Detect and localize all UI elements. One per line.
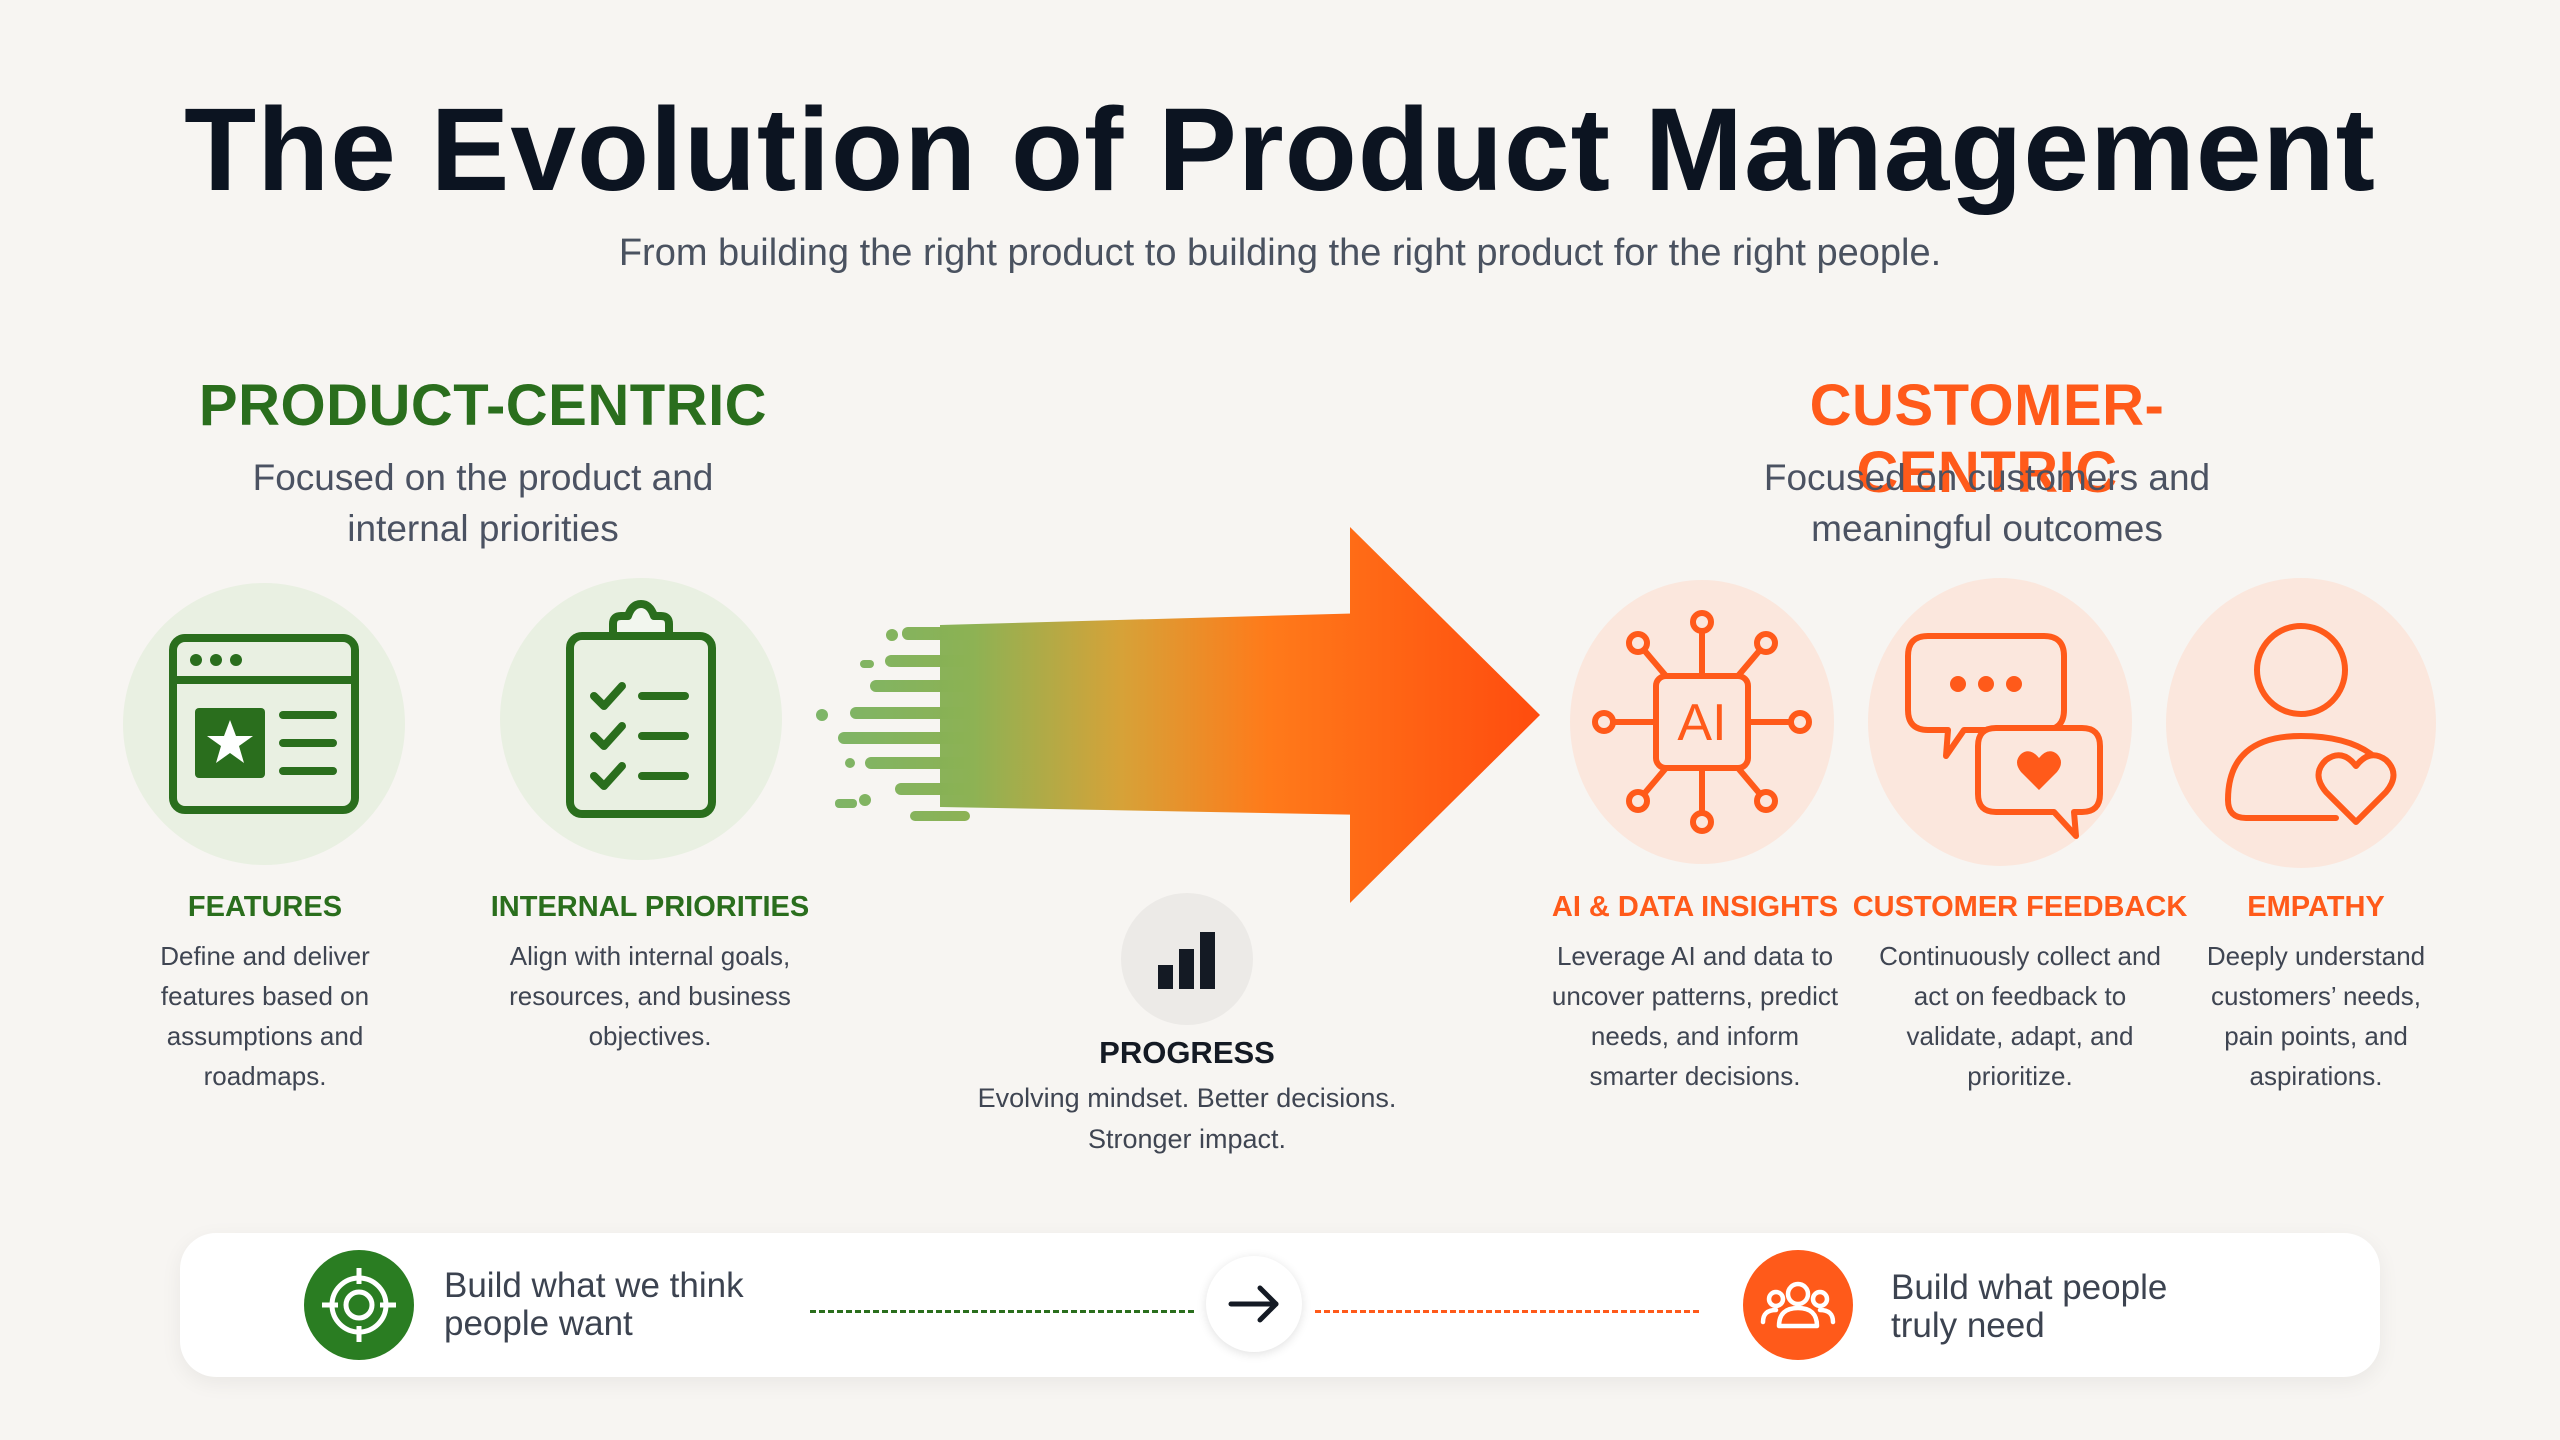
people-group-icon-circle	[1743, 1250, 1853, 1360]
product-centric-description: Focused on the product and internal prio…	[183, 452, 783, 554]
features-desc-line: Define and deliver	[160, 941, 370, 971]
customer-feedback-desc-line: validate, adapt, and	[1906, 1021, 2134, 1051]
target-icon	[322, 1268, 396, 1342]
bottom-left-line-1: Build what we think	[444, 1266, 744, 1305]
empathy-desc-line: Deeply understand	[2206, 941, 2426, 971]
features-icon-circle	[123, 583, 405, 865]
build-what-people-need-text: Build what people truly need	[1891, 1269, 2251, 1345]
features-desc-line: features based on	[160, 981, 370, 1011]
features-desc-line: assumptions and	[166, 1021, 364, 1051]
ai-chip-icon: AI	[1592, 610, 1812, 834]
page-title: The Evolution of Product Management	[184, 84, 2376, 216]
customer-centric-desc-line-2: meaningful outcomes	[1811, 508, 2163, 549]
empathy-icon-circle	[2166, 578, 2436, 868]
features-desc-line: roadmaps.	[203, 1061, 327, 1091]
progress-desc-line-2: Stronger impact.	[1087, 1124, 1287, 1154]
product-centric-title: PRODUCT-CENTRIC	[198, 373, 768, 438]
ai-data-insights-desc-line: needs, and inform	[1590, 1021, 1800, 1051]
internal-priorities-desc-line: Align with internal goals,	[509, 941, 791, 971]
empathy-desc-line: pain points, and	[2224, 1021, 2408, 1051]
empathy-label: EMPATHY	[2247, 891, 2385, 923]
features-description: Define and deliver features based on ass…	[80, 936, 450, 1096]
customer-centric-title: CUSTOMER-CENTRIC	[1809, 373, 2165, 505]
product-centric-desc-line-2: internal priorities	[347, 508, 619, 549]
internal-priorities-desc-line: resources, and business	[509, 981, 791, 1011]
features-label: FEATURES	[187, 891, 343, 923]
customer-feedback-description: Continuously collect and act on feedback…	[1850, 936, 2190, 1096]
internal-priorities-icon-circle	[500, 578, 782, 860]
empathy-desc-line: aspirations.	[2249, 1061, 2383, 1091]
bottom-right-line-2: truly need	[1891, 1306, 2045, 1345]
ai-data-insights-icon-circle: AI	[1570, 580, 1834, 864]
customer-feedback-desc-line: Continuously collect and	[1879, 941, 2161, 971]
empathy-description: Deeply understand customers’ needs, pain…	[2146, 936, 2486, 1096]
ai-data-insights-desc-line: uncover patterns, predict	[1551, 981, 1839, 1011]
progress-icon-circle	[1121, 893, 1253, 1025]
product-centric-desc-line-1: Focused on the product and	[252, 457, 714, 498]
customer-feedback-label: CUSTOMER FEEDBACK	[1852, 891, 2188, 923]
bottom-comparison-bar: Build what we think people want Build wh…	[180, 1233, 2380, 1377]
chat-bubbles-heart-icon	[1905, 633, 2103, 839]
ai-data-insights-description: Leverage AI and data to uncover patterns…	[1525, 936, 1865, 1096]
build-what-we-think-text: Build what we think people want	[444, 1267, 804, 1343]
arrow-circle	[1206, 1256, 1302, 1352]
empathy-desc-line: customers’ needs,	[2210, 981, 2422, 1011]
progress-label: PROGRESS	[1099, 1035, 1275, 1070]
orange-dashed-line	[1315, 1310, 1699, 1313]
browser-window-star-icon	[169, 634, 359, 814]
ai-chip-text: AI	[1677, 694, 1726, 752]
person-heart-icon	[2224, 623, 2397, 825]
ai-data-insights-label: AI & DATA INSIGHTS	[1551, 891, 1839, 923]
customer-feedback-desc-line: act on feedback to	[1913, 981, 2127, 1011]
target-icon-circle	[304, 1250, 414, 1360]
progress-desc-line-1: Evolving mindset. Better decisions.	[977, 1083, 1397, 1113]
bottom-right-line-1: Build what people	[1891, 1268, 2168, 1307]
internal-priorities-label: INTERNAL PRIORITIES	[490, 891, 810, 923]
ai-data-insights-desc-line: Leverage AI and data to	[1556, 941, 1834, 971]
customer-feedback-desc-line: prioritize.	[1967, 1061, 2073, 1091]
customer-feedback-icon-circle	[1868, 578, 2132, 866]
internal-priorities-desc-line: objectives.	[588, 1021, 712, 1051]
page-subtitle: From building the right product to build…	[618, 232, 1942, 274]
ai-data-insights-desc-line: smarter decisions.	[1589, 1061, 1801, 1091]
bottom-left-line-2: people want	[444, 1304, 633, 1343]
people-group-icon	[1760, 1281, 1836, 1329]
bar-chart-icon	[1158, 932, 1215, 989]
customer-centric-description: Focused on customers and meaningful outc…	[1687, 452, 2287, 554]
green-dashed-line	[810, 1310, 1194, 1313]
transition-arrow-graphic	[816, 527, 1540, 903]
clipboard-checklist-icon	[566, 600, 716, 818]
progress-description: Evolving mindset. Better decisions. Stro…	[940, 1078, 1434, 1160]
arrow-right-icon	[1228, 1285, 1279, 1323]
internal-priorities-description: Align with internal goals, resources, an…	[460, 936, 840, 1056]
customer-centric-desc-line-1: Focused on customers and	[1763, 457, 2211, 498]
